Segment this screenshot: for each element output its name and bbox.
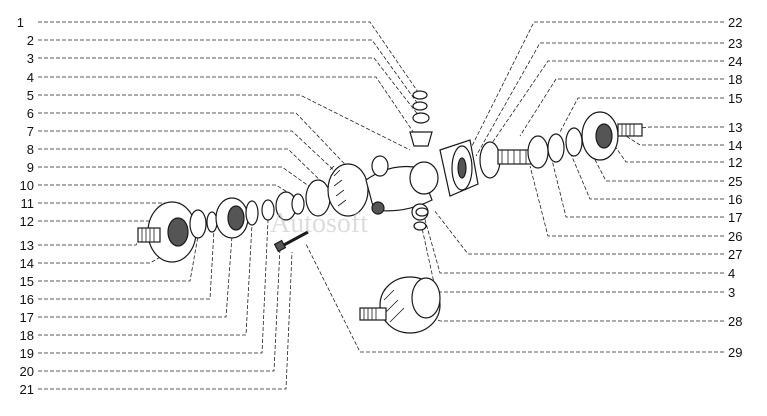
leader-line-right-7 — [625, 135, 724, 146]
label-15: 15 — [20, 274, 34, 289]
label-23: 23 — [728, 36, 742, 51]
label-27: 27 — [728, 247, 742, 262]
leader-line-right-3 — [489, 60, 724, 147]
label-13: 13 — [20, 238, 34, 253]
label-14: 14 — [20, 256, 34, 271]
leader-line-left-18 — [38, 223, 253, 336]
leader-line-left-19 — [38, 219, 269, 354]
leader-line-left-16 — [38, 229, 215, 300]
assembled-differential — [359, 276, 441, 334]
parts-drawing — [137, 90, 643, 334]
label-11: 11 — [21, 196, 35, 211]
label-18-right: 18 — [728, 72, 742, 87]
leader-line-right-2 — [475, 42, 724, 157]
leader-line-left-9 — [38, 166, 321, 195]
label-17: 17 — [20, 310, 34, 325]
label-15-right: 15 — [728, 91, 742, 106]
label-7: 7 — [27, 124, 34, 139]
leader-line-left-20 — [38, 247, 281, 372]
leader-line-left-17 — [38, 235, 233, 318]
leader-line-right-17 — [305, 243, 724, 353]
leader-line-right-8 — [611, 141, 724, 163]
label-12-right: 12 — [728, 155, 742, 170]
leader-line-left-1 — [38, 21, 419, 93]
label-22: 22 — [728, 15, 742, 30]
leader-line-left-5 — [38, 94, 411, 151]
label-4: 4 — [27, 70, 34, 85]
leader-line-right-15 — [421, 227, 724, 293]
label-29: 29 — [728, 345, 742, 360]
label-16-right: 16 — [728, 192, 742, 207]
leader-line-right-10 — [569, 151, 724, 200]
leader-line-right-4 — [519, 78, 724, 137]
leader-line-right-13 — [433, 209, 724, 255]
differential-housing — [327, 155, 439, 221]
label-20: 20 — [20, 364, 34, 379]
leader-line-right-16 — [429, 315, 724, 322]
watermark: Autosoft — [270, 208, 368, 239]
label-19: 19 — [20, 346, 34, 361]
leader-line-left-21 — [38, 251, 293, 390]
leader-line-left-2 — [38, 39, 419, 105]
left-bearing-stack — [189, 179, 331, 239]
label-21: 21 — [20, 382, 34, 397]
label-17-right: 17 — [728, 210, 742, 225]
leader-line-left-15 — [38, 235, 199, 282]
left-flange — [137, 201, 197, 263]
leader-line-left-13 — [38, 237, 141, 246]
label-16: 16 — [20, 292, 34, 307]
label-10: 10 — [20, 178, 34, 193]
label-1: 1 — [17, 15, 24, 30]
bolt — [273, 230, 309, 253]
leader-line-right-14 — [423, 215, 724, 274]
leader-line-right-9 — [589, 149, 724, 182]
label-3: 3 — [27, 51, 34, 66]
leader-line-right-11 — [551, 159, 724, 218]
leader-lines — [38, 21, 724, 390]
right-part-numbers: 22 23 24 18 15 13 14 12 25 16 17 26 27 4… — [728, 15, 742, 360]
label-13-right: 13 — [728, 120, 742, 135]
label-18: 18 — [20, 328, 34, 343]
left-part-numbers: 1 2 3 4 5 6 7 8 9 10 11 12 13 14 15 16 1… — [17, 15, 34, 397]
leader-line-left-12 — [38, 220, 161, 225]
leader-line-right-12 — [529, 165, 724, 237]
leader-line-left-6 — [38, 112, 361, 181]
label-24: 24 — [728, 54, 742, 69]
leader-line-left-7 — [38, 130, 341, 177]
label-28: 28 — [728, 314, 742, 329]
label-14-right: 14 — [728, 138, 742, 153]
label-8: 8 — [27, 142, 34, 157]
label-3-right: 3 — [728, 285, 735, 300]
label-12: 12 — [20, 214, 34, 229]
satellite-gears — [409, 90, 433, 231]
leader-line-right-1 — [469, 21, 724, 151]
label-26: 26 — [728, 229, 742, 244]
leader-line-left-4 — [38, 76, 417, 137]
leader-line-left-8 — [38, 148, 331, 191]
leader-line-left-14 — [38, 255, 163, 264]
label-2: 2 — [27, 33, 34, 48]
leader-line-left-10 — [38, 184, 301, 201]
leader-line-right-6 — [639, 126, 724, 129]
label-4-right: 4 — [728, 266, 735, 281]
label-25: 25 — [728, 174, 742, 189]
right-bearing-stack — [479, 111, 643, 179]
leader-line-right-5 — [559, 97, 724, 133]
leader-line-left-3 — [38, 57, 420, 117]
label-6: 6 — [27, 106, 34, 121]
label-5: 5 — [27, 88, 34, 103]
label-9: 9 — [27, 160, 34, 175]
right-cover — [439, 139, 479, 197]
